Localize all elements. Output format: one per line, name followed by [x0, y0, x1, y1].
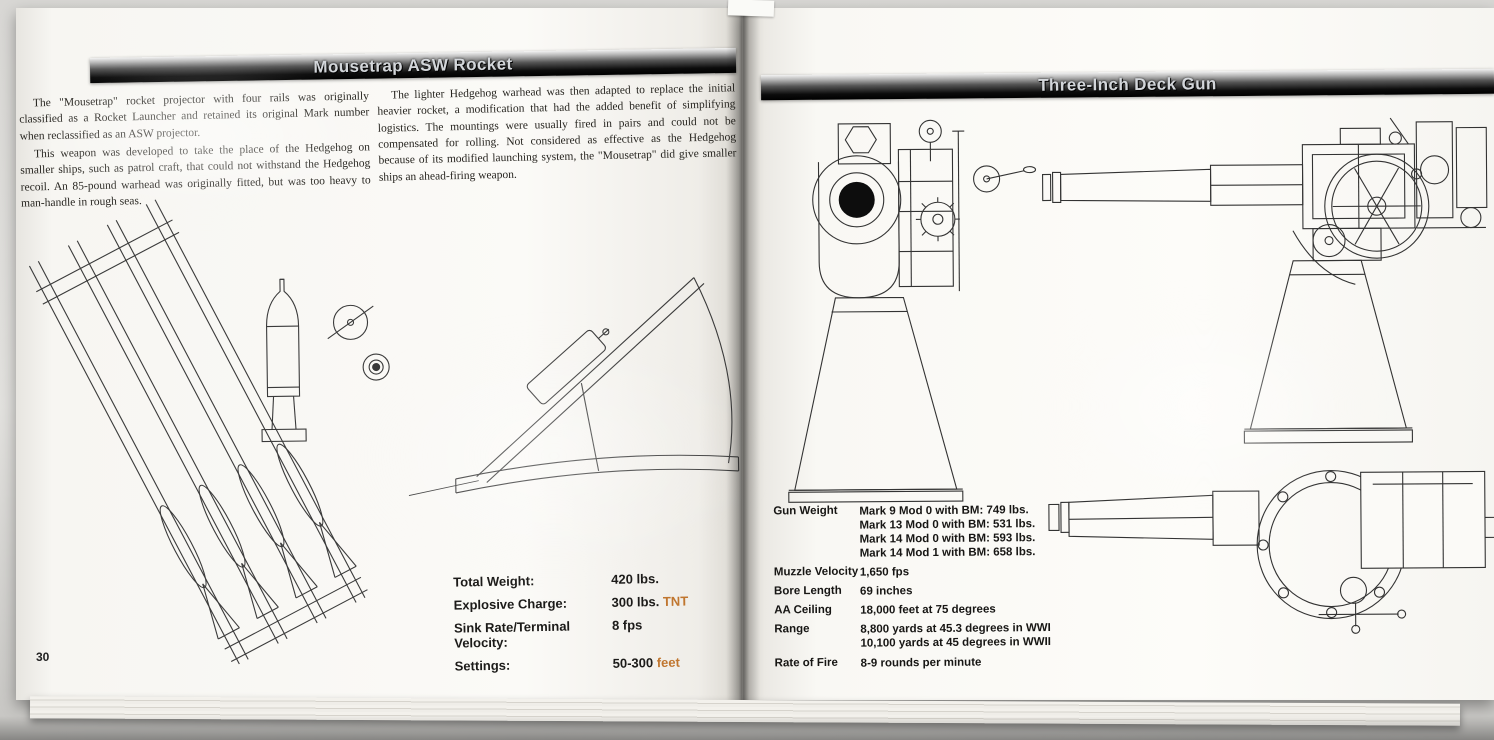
- spec-label: Explosive Charge:: [453, 595, 568, 613]
- spec-row: AA Ceiling 18,000 feet at 75 degrees: [774, 602, 1094, 619]
- spec-row: Settings: 50-300 feet: [454, 653, 755, 674]
- left-page-title: Mousetrap ASW Rocket: [313, 53, 513, 77]
- spec-row: Range 8,800 yards at 45.3 degrees in WWI…: [774, 621, 1094, 652]
- spec-label: Range: [774, 623, 810, 636]
- spec-value: 420 lbs.: [611, 571, 660, 587]
- spec-label: Gun Weight: [773, 504, 838, 518]
- spec-row: Muzzle Velocity 1,650 fps: [774, 564, 1094, 581]
- body-column-1: The "Mousetrap" rocket projector with fo…: [19, 88, 371, 214]
- paragraph: The lighter Hedgehog warhead was then ad…: [377, 82, 737, 184]
- spec-row: Explosive Charge: 300 lbs. TNT: [453, 592, 753, 613]
- spec-values: 8,800 yards at 45.3 degrees in WWI 10,10…: [860, 621, 1051, 650]
- spec-values: 18,000 feet at 75 degrees: [860, 603, 996, 617]
- spec-label: Muzzle Velocity: [773, 565, 859, 579]
- spec-value: 8 fps: [611, 617, 643, 633]
- book-spread: Mousetrap ASW Rocket The "Mousetrap" roc…: [4, 0, 1494, 726]
- spec-value: 50-300 feet: [612, 654, 681, 671]
- spec-values: 8-9 rounds per minute: [860, 656, 982, 670]
- spec-row: Rate of Fire 8-9 rounds per minute: [775, 655, 1095, 672]
- body-column-2: The lighter Hedgehog warhead was then ad…: [377, 80, 737, 187]
- spec-values: Mark 9 Mod 0 with BM: 749 lbs. Mark 13 M…: [859, 504, 1036, 560]
- spec-label: Total Weight:: [453, 573, 535, 590]
- spec-label: AA Ceiling: [774, 603, 832, 617]
- deck-gun-spec-table: Gun Weight Mark 9 Mod 0 with BM: 749 lbs…: [773, 503, 1094, 677]
- spec-row: Sink Rate/Terminal Velocity: 8 fps: [454, 615, 754, 650]
- spec-value: 300 lbs. TNT: [611, 593, 689, 610]
- book-bottom-shadow: [0, 716, 1494, 740]
- spec-label: Settings:: [454, 657, 511, 674]
- spec-row: Gun Weight Mark 9 Mod 0 with BM: 749 lbs…: [773, 503, 1093, 562]
- spec-values: 1,650 fps: [859, 566, 910, 579]
- spec-row: Bore Length 69 inches: [774, 583, 1094, 600]
- spec-values: 69 inches: [859, 585, 913, 598]
- spec-label: Bore Length: [773, 584, 842, 598]
- paragraph: This weapon was developed to take the pl…: [20, 141, 371, 210]
- page-number: 30: [36, 650, 50, 664]
- spec-label: Sink Rate/Terminal Velocity:: [453, 618, 571, 651]
- page-edge-tab: [727, 0, 775, 17]
- spec-label: Rate of Fire: [774, 656, 838, 670]
- mousetrap-spec-table: Total Weight: 420 lbs. Explosive Charge:…: [453, 569, 755, 681]
- right-page-title: Three-Inch Deck Gun: [1038, 73, 1217, 95]
- paragraph: The "Mousetrap" rocket projector with fo…: [19, 90, 370, 143]
